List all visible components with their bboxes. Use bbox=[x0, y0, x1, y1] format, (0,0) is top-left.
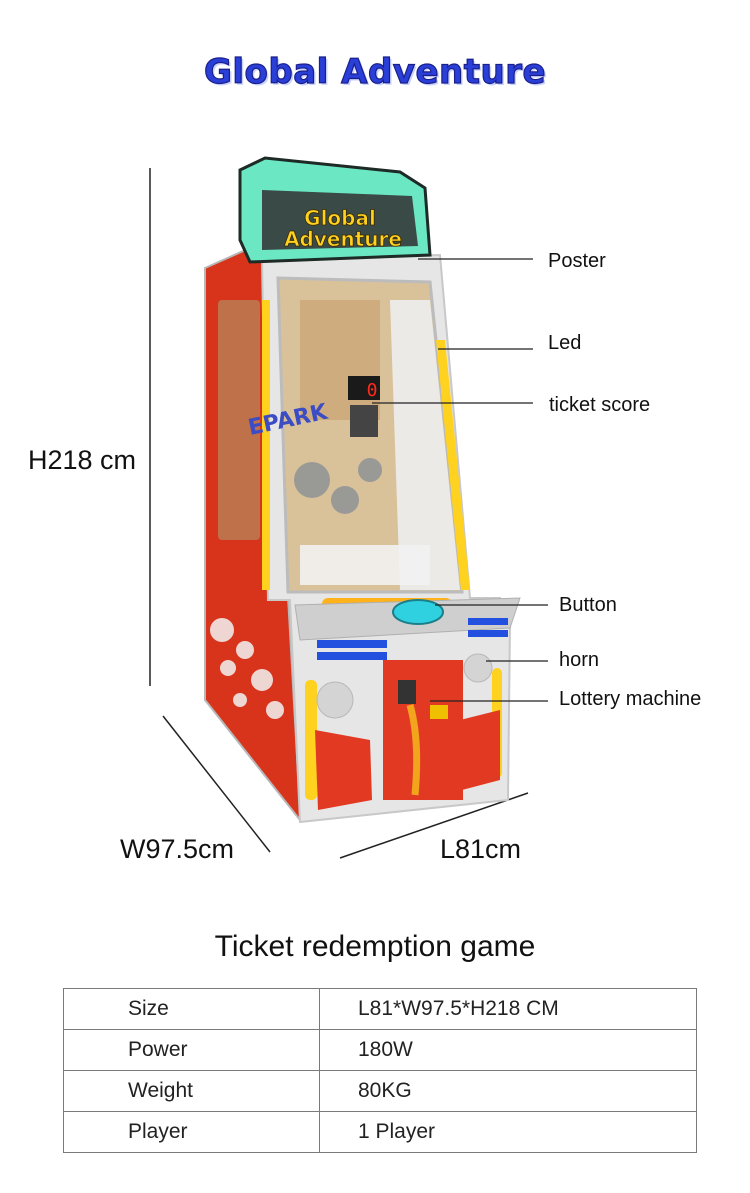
callout-ticket-score: ticket score bbox=[549, 394, 651, 416]
spec-value: 80KG bbox=[319, 1070, 697, 1112]
product-type-heading: Ticket redemption game bbox=[214, 930, 536, 963]
ticket-dispenser bbox=[398, 680, 416, 704]
callout-poster: Poster bbox=[548, 250, 606, 272]
spec-row: Size L81*W97.5*H218 CM bbox=[63, 988, 697, 1030]
spec-key: Player bbox=[63, 1111, 320, 1153]
length-label: L81cm bbox=[440, 834, 522, 864]
spec-key: Power bbox=[63, 1029, 320, 1071]
spec-table: Size L81*W97.5*H218 CM Power 180W Weight… bbox=[63, 988, 697, 1153]
page-title: Global Adventure bbox=[203, 51, 547, 92]
side-gear-pattern bbox=[210, 618, 284, 719]
poster-text-line1: Global bbox=[304, 206, 376, 230]
arcade-machine-illustration: Global Adventure 0 EPARK bbox=[149, 156, 548, 859]
spec-row: Power 180W bbox=[63, 1029, 697, 1071]
score-display bbox=[348, 376, 380, 400]
spec-row: Weight 80KG bbox=[63, 1070, 697, 1112]
height-label: H218 cm bbox=[28, 445, 137, 475]
width-dimension-line bbox=[162, 715, 271, 853]
spec-row: Player 1 Player bbox=[63, 1111, 697, 1153]
horn-speaker-right bbox=[463, 653, 493, 683]
led-strip-left bbox=[262, 300, 270, 590]
length-dimension-line bbox=[339, 792, 529, 859]
ticket-strip bbox=[406, 704, 421, 796]
spec-value: 1 Player bbox=[319, 1111, 697, 1153]
width-label: W97.5cm bbox=[120, 834, 235, 864]
spec-value: 180W bbox=[319, 1029, 697, 1071]
svg-text:0: 0 bbox=[367, 380, 378, 401]
spec-key: Size bbox=[63, 988, 320, 1030]
callout-button: Button bbox=[559, 594, 617, 616]
callout-led: Led bbox=[548, 332, 582, 354]
poster-text-line2: Adventure bbox=[284, 227, 402, 251]
spec-value: L81*W97.5*H218 CM bbox=[319, 988, 697, 1030]
lower-center-panel bbox=[383, 660, 463, 800]
game-button bbox=[392, 599, 444, 625]
callout-horn: horn bbox=[559, 649, 600, 671]
callout-lottery-machine: Lottery machine bbox=[559, 688, 702, 710]
horn-speaker-left bbox=[316, 681, 354, 719]
side-window bbox=[218, 300, 260, 540]
spec-key: Weight bbox=[63, 1070, 320, 1112]
